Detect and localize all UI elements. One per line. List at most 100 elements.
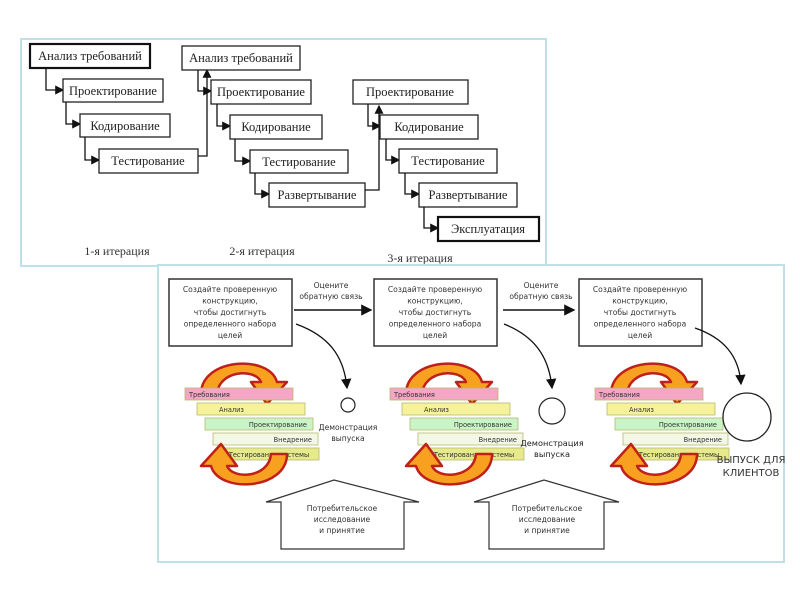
curved-arrow [503,323,557,390]
build-goal-line: конструкцию, [612,297,668,306]
build-goal-box [373,278,498,347]
house-arrow-icon [265,479,420,550]
build-goal-line: целей [423,331,447,340]
cycle-arrow-bottom-icon [609,442,699,486]
step-label: Проектирование [217,85,305,99]
phase-label: Внедрение [274,436,312,444]
waterfall-diagram: Анализ требований Проектирование Кодиров… [28,42,541,265]
curved-arrow [295,323,352,390]
step-label: Кодирование [241,120,311,134]
build-goal-line: определенного набора [184,320,277,329]
phase-label: Требования [598,391,640,399]
flow-arrow [423,207,440,233]
feedback-label-line: обратную связь [509,292,573,301]
step-label: Тестирование [111,154,185,168]
build-goal-line: конструкцию, [202,297,258,306]
phase-label: Тестирование системы [638,451,719,459]
iteration-2: Анализ требований Проектирование Кодиров… [181,45,384,258]
customer-research-1: Потребительское исследование и принятие [265,479,420,550]
demo-label-line: Демонстрация [520,438,583,448]
phase-label: Требования [188,391,230,399]
phase-label: Тестирование системы [433,451,514,459]
iteration-1: Анализ требований Проектирование Кодиров… [28,42,212,258]
loop-back-arrow [198,68,212,157]
build-goal-line: конструкцию, [407,297,463,306]
phase-label: Тестирование системы [228,451,309,459]
release-label-line: ВЫПУСК ДЛЯ [717,455,786,466]
build-goal-line: чтобы достигнуть [604,308,677,317]
flow-arrow [65,102,82,129]
flow-arrow [254,173,271,199]
step-box [352,79,469,105]
feedback-label-line: Оцените [524,281,559,290]
flow-arrow [197,70,213,96]
flow-arrow [404,173,421,199]
phase-bar [401,402,511,416]
release-label-line: КЛИЕНТОВ [723,468,780,479]
iteration-3: Проектирование Кодирование Тестирование … [352,79,541,265]
iterative-cycle-panel: Создайте проверенную конструкцию, чтобы до… [157,264,785,563]
flow-arrow [84,137,101,165]
step-box [28,42,152,70]
phase-bar [622,432,729,446]
demo-circle-icon [340,397,356,413]
phase-label: Внедрение [684,436,722,444]
step-box [436,215,541,243]
build-goal-line: определенного набора [389,320,482,329]
house-arrow-icon [473,479,620,550]
phase-bar [204,417,314,431]
step-box [249,149,349,174]
step-box [398,148,498,174]
step-label: Кодирование [90,119,160,133]
phase-bar [196,402,306,416]
step-box [379,114,479,140]
customer-label-line: и принятие [524,526,570,535]
step-box [418,182,518,208]
flow-arrow [216,104,232,131]
iteration-cycle-2: Создайте проверенную конструкцию, чтобы до… [373,278,525,486]
curved-arrow [694,327,746,386]
release-circle-icon [722,392,772,442]
build-goal-line: Создайте проверенную [388,285,482,294]
feedback-arrow-1: Оцените обратную связь [294,281,373,316]
phase-bar [606,402,716,416]
iteration-label: 2-я итерация [229,244,295,258]
step-label: Тестирование [262,155,336,169]
phase-label: Проектирование [249,421,307,429]
phase-bar [417,432,524,446]
step-label: Проектирование [366,85,454,99]
demo-label-line: Демонстрация [319,423,378,432]
waterfall-iterations-panel: Анализ требований Проектирование Кодиров… [20,38,547,267]
iteration-label: 3-я итерация [387,251,453,265]
customer-label-line: Потребительское [512,504,583,513]
build-goal-line: чтобы достигнуть [194,308,267,317]
step-box [181,45,301,71]
phase-label: Проектирование [454,421,512,429]
phase-label: Проектирование [659,421,717,429]
build-goal-box [578,278,703,347]
step-label: Развертывание [278,188,357,202]
build-goal-line: Создайте проверенную [183,285,277,294]
phase-bar [184,387,294,401]
step-label: Кодирование [394,120,464,134]
flow-arrow [234,139,252,166]
step-label: Развертывание [429,188,508,202]
flow-arrow [385,139,401,165]
step-label: Анализ требований [38,49,142,63]
build-goal-box [168,278,293,347]
demo-label-line: выпуска [331,434,364,443]
build-goal-line: целей [628,331,652,340]
customer-research-2: Потребительское исследование и принятие [473,479,620,550]
feedback-label-line: Оцените [314,281,349,290]
customer-label-line: исследование [519,515,576,524]
step-label: Анализ требований [189,51,293,65]
demo-label-line: выпуска [534,449,570,459]
iteration-label: 1-я итерация [84,244,150,258]
release-demo-2: Демонстрация выпуска [503,323,584,459]
step-box [98,148,199,174]
build-goal-line: чтобы достигнуть [399,308,472,317]
cycle-arrow-bottom-icon [404,442,494,486]
phase-label: Требования [393,391,435,399]
step-label: Эксплуатация [451,222,525,236]
